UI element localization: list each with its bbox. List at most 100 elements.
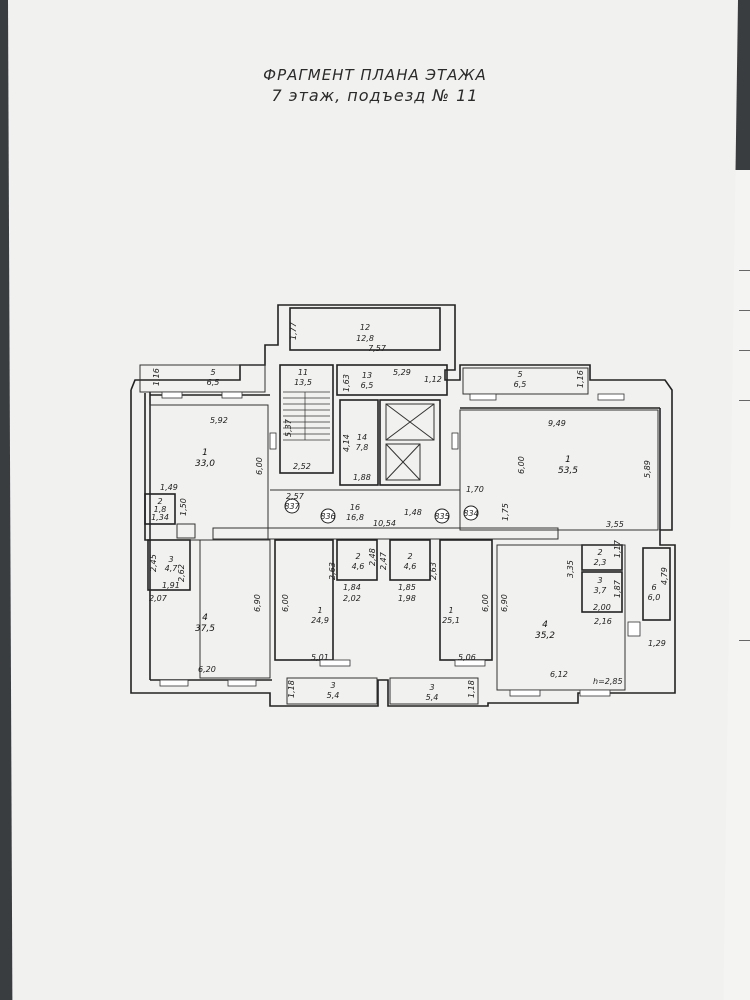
area-label: 4,7 bbox=[165, 564, 179, 573]
area-label: 6,5 bbox=[514, 380, 527, 389]
room-middle-left-1 bbox=[274, 539, 351, 667]
room-label: 2 bbox=[157, 497, 162, 506]
dimension-label: 1,91 bbox=[162, 581, 180, 590]
ceiling-height-label: h=2,85 bbox=[593, 677, 623, 686]
dimension-label: 2,07 bbox=[149, 594, 168, 603]
underlying-rule bbox=[739, 400, 750, 401]
dimension-label: 1,16 bbox=[576, 370, 585, 388]
dimension-label: 2,00 bbox=[593, 603, 611, 612]
dimension-label: 2,02 bbox=[343, 594, 361, 603]
dimension-label: 9,49 bbox=[548, 419, 566, 428]
dimension-label: 5,89 bbox=[643, 460, 652, 478]
room-label: 1 bbox=[317, 606, 322, 615]
dimension-label: 10,54 bbox=[373, 519, 396, 528]
area-label: 24,9 bbox=[311, 616, 329, 625]
area-label: 37,5 bbox=[195, 624, 215, 634]
room-label: 2 bbox=[597, 548, 602, 557]
room-left-4 bbox=[159, 539, 271, 687]
marker-834 bbox=[463, 505, 479, 521]
room-label: 3 bbox=[330, 681, 335, 690]
area-label: 6,0 bbox=[648, 593, 661, 602]
area-label: 33,0 bbox=[195, 459, 215, 469]
dimension-label: 3,55 bbox=[606, 520, 624, 529]
dimension-label: 2,52 bbox=[293, 462, 311, 471]
dimension-label: 6,00 bbox=[255, 457, 264, 475]
dimension-label: 6,00 bbox=[481, 594, 490, 612]
dimension-label: 2,47 bbox=[379, 551, 388, 570]
room-label: 1 bbox=[202, 448, 208, 458]
balcony-right-5 bbox=[462, 367, 625, 401]
area-label: 4,6 bbox=[404, 562, 417, 571]
room-12 bbox=[289, 307, 441, 351]
marker-label: 837 bbox=[284, 502, 300, 511]
dimension-label: 1,77 bbox=[289, 321, 298, 340]
room-label: 13 bbox=[362, 371, 372, 380]
document-subtitle: 7 этаж, подъезд № 11 bbox=[271, 86, 479, 105]
dimension-label: 1,29 bbox=[648, 639, 666, 648]
marker-837 bbox=[284, 498, 300, 514]
dimension-label: 1,88 bbox=[353, 473, 371, 482]
paper-sheet bbox=[8, 0, 738, 1000]
room-middle-right-1 bbox=[439, 539, 493, 667]
dimension-label: 6,90 bbox=[253, 594, 262, 612]
room-label: 5 bbox=[210, 368, 215, 377]
underlying-rule bbox=[739, 270, 750, 271]
area-label: 5,4 bbox=[426, 693, 439, 702]
room-label: 14 bbox=[357, 433, 367, 442]
dimension-label: 6,00 bbox=[281, 594, 290, 612]
area-label: 2,3 bbox=[594, 558, 607, 567]
marker-label: 834 bbox=[463, 509, 478, 518]
dimension-label: 1,84 bbox=[343, 583, 361, 592]
room-14 bbox=[339, 399, 379, 486]
dimension-label: 3,35 bbox=[566, 560, 575, 578]
room-label: 11 bbox=[298, 368, 308, 377]
balcony-bottom-left-3 bbox=[286, 677, 378, 705]
room-label: 3 bbox=[597, 576, 602, 585]
dimension-label: 5,29 bbox=[393, 368, 411, 377]
dimension-label: 1,98 bbox=[398, 594, 416, 603]
underlying-rule bbox=[739, 640, 750, 641]
dimension-label: 1,34 bbox=[151, 513, 169, 522]
marker-label: 835 bbox=[434, 512, 449, 521]
room-label: 4 bbox=[542, 620, 548, 630]
area-label: 4,6 bbox=[352, 562, 365, 571]
dimension-label: 5,37 bbox=[284, 418, 293, 437]
dimension-label: 1,16 bbox=[152, 368, 161, 386]
room-right-3 bbox=[581, 571, 623, 613]
area-label: 16,8 bbox=[346, 513, 364, 522]
area-label: 53,5 bbox=[558, 466, 578, 476]
room-middle-2-right bbox=[389, 539, 431, 581]
balcony-bottom-right-3 bbox=[389, 677, 479, 705]
dimension-label: 6,00 bbox=[517, 456, 526, 474]
room-right-6 bbox=[627, 547, 671, 637]
underlying-rule bbox=[739, 310, 750, 311]
document-title: ФРАГМЕНТ ПЛАНА ЭТАЖА bbox=[263, 66, 487, 84]
area-label: 5,4 bbox=[327, 691, 340, 700]
room-right-1 bbox=[451, 409, 659, 531]
dimension-label: 2,57 bbox=[286, 492, 305, 501]
dimension-label: 2,45 bbox=[149, 554, 158, 572]
dimension-label: 6,20 bbox=[198, 665, 216, 674]
room-13 bbox=[336, 364, 448, 396]
dimension-label: 5,92 bbox=[210, 416, 228, 425]
area-label: 6,5 bbox=[207, 378, 220, 387]
dimension-label: 2,48 bbox=[368, 548, 377, 566]
area-label: 3,7 bbox=[594, 586, 608, 595]
room-left-3 bbox=[147, 523, 196, 591]
dimension-label: 1,85 bbox=[398, 583, 416, 592]
dimension-label: 1,12 bbox=[424, 375, 442, 384]
area-label: 12,8 bbox=[356, 334, 374, 343]
room-label: 5 bbox=[517, 370, 522, 379]
room-label: 12 bbox=[360, 323, 370, 332]
underlying-rule bbox=[739, 350, 750, 351]
room-label: 3 bbox=[168, 555, 173, 564]
balcony-left-5 bbox=[139, 364, 266, 399]
stair-11 bbox=[279, 364, 334, 474]
area-label: 6,5 bbox=[361, 381, 374, 390]
area-label: 35,2 bbox=[535, 631, 555, 641]
dimension-label: 1,87 bbox=[613, 579, 622, 598]
room-label: 6 bbox=[651, 583, 656, 592]
column-markers bbox=[284, 498, 479, 524]
dimension-label: 2,63 bbox=[328, 562, 337, 580]
plan-labels: 12 12,8 1,77 7,57 11 13,5 5,37 2,52 2,57… bbox=[149, 321, 669, 702]
